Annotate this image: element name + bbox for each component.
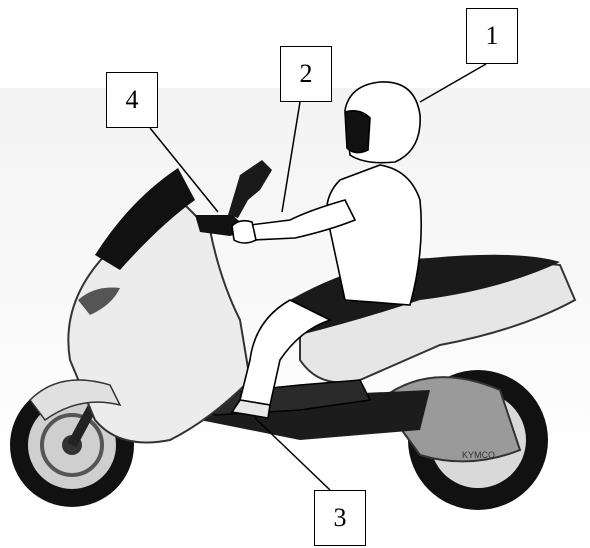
callout-4-handlebar: 4 bbox=[106, 72, 158, 128]
callout-1-helmet: 1 bbox=[466, 8, 518, 64]
callout-2-arm: 2 bbox=[280, 46, 332, 102]
leader-line-2 bbox=[282, 102, 300, 212]
brand-text: KYMCO bbox=[462, 450, 495, 460]
callout-3-footboard: 3 bbox=[314, 490, 366, 546]
leader-line-1 bbox=[420, 64, 486, 102]
mirror bbox=[228, 160, 272, 218]
